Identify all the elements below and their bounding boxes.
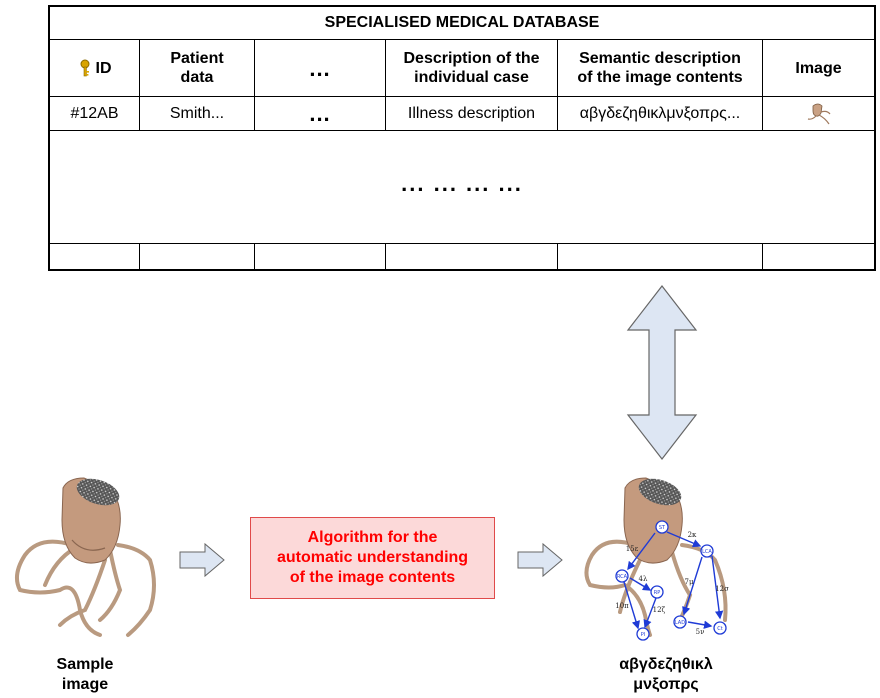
graph-edge-label: 4λ	[639, 575, 648, 583]
graph-node-label: Ct	[717, 626, 722, 632]
result-caption-line2: μνξοπρς	[633, 676, 699, 693]
sample-caption-line1: Sample	[56, 656, 114, 673]
header-patient-line1: Patient	[170, 50, 224, 67]
graph-node-rp	[650, 585, 664, 599]
algorithm-line1: Algorithm for the	[307, 529, 438, 546]
graph-node-label: RCA	[617, 574, 628, 580]
header-description-line1: Description of the	[403, 50, 540, 67]
graph-node-label: LAD	[675, 620, 685, 626]
thumbnail-heart-icon	[807, 103, 830, 124]
header-semantic-line1: Semantic description	[579, 50, 741, 67]
graph-edge-label: 15ε	[626, 545, 639, 553]
result-caption-line1: αβγδεζηθικλ	[619, 656, 713, 673]
graph-edge-label: 12σ	[715, 585, 729, 593]
graph-node-label: RP	[654, 590, 661, 596]
graph-node-label: LCA	[702, 549, 712, 555]
cell-image[interactable]	[763, 97, 874, 131]
header-description[interactable]: Description of the individual case	[386, 40, 558, 97]
graph-edge-label: 12ζ	[653, 606, 666, 614]
cell-ellipsis: ...	[255, 97, 386, 131]
header-patient-line2: data	[180, 69, 214, 86]
graph-edge-label: 5ν	[696, 628, 705, 636]
graph-edge-label: 2κ	[688, 531, 697, 539]
header-semantic[interactable]: Semantic description of the image conten…	[558, 40, 763, 97]
algorithm-line2: automatic understanding	[276, 549, 469, 566]
key-icon	[80, 59, 89, 77]
empty-cell	[558, 243, 763, 271]
database-title: SPECIALISED MEDICAL DATABASE	[50, 7, 874, 40]
sample-image-caption: Sample image	[40, 655, 130, 695]
graph-node-st	[655, 520, 669, 534]
header-id[interactable]: ID	[50, 40, 140, 97]
empty-cell	[386, 243, 558, 271]
header-patient-data[interactable]: Patient data	[140, 40, 255, 97]
medical-database-table: SPECIALISED MEDICAL DATABASE ID Patient …	[48, 5, 876, 271]
header-description-line2: individual case	[414, 69, 529, 86]
sample-caption-line2: image	[61, 676, 109, 693]
graph-node-label: ST	[659, 525, 666, 531]
algorithm-line3: of the image contents	[289, 569, 456, 586]
result-caption: αβγδεζηθικλ μνξοπρς	[596, 655, 736, 695]
graph-node-lca	[700, 544, 714, 558]
more-rows-ellipsis: ... ... ... ...	[401, 171, 523, 196]
cell-patient[interactable]: Smith...	[140, 97, 255, 131]
empty-cell	[50, 243, 140, 271]
cell-semantic[interactable]: αβγδεζηθικλμνξοπρς...	[558, 97, 763, 131]
graph-node-pi	[636, 627, 650, 641]
empty-cell	[140, 243, 255, 271]
cell-id[interactable]: #12AB	[50, 97, 140, 131]
cell-description[interactable]: Illness description	[386, 97, 558, 131]
graph-node-ct	[713, 621, 727, 635]
graph-edge-label: 7μ	[684, 578, 693, 586]
header-semantic-line2: of the image contents	[577, 69, 743, 86]
graph-node-rca	[615, 569, 629, 583]
graph-node-lad	[673, 615, 687, 629]
algorithm-box: Algorithm for the automatic understandin…	[250, 517, 495, 599]
empty-cell	[763, 243, 874, 271]
graph-edge-label: 10π	[615, 602, 629, 610]
header-image[interactable]: Image	[763, 40, 874, 97]
graph-node-label: PI	[641, 632, 646, 638]
header-ellipsis: ...	[255, 40, 386, 97]
header-id-label: ID	[95, 59, 112, 77]
empty-cell	[255, 243, 386, 271]
